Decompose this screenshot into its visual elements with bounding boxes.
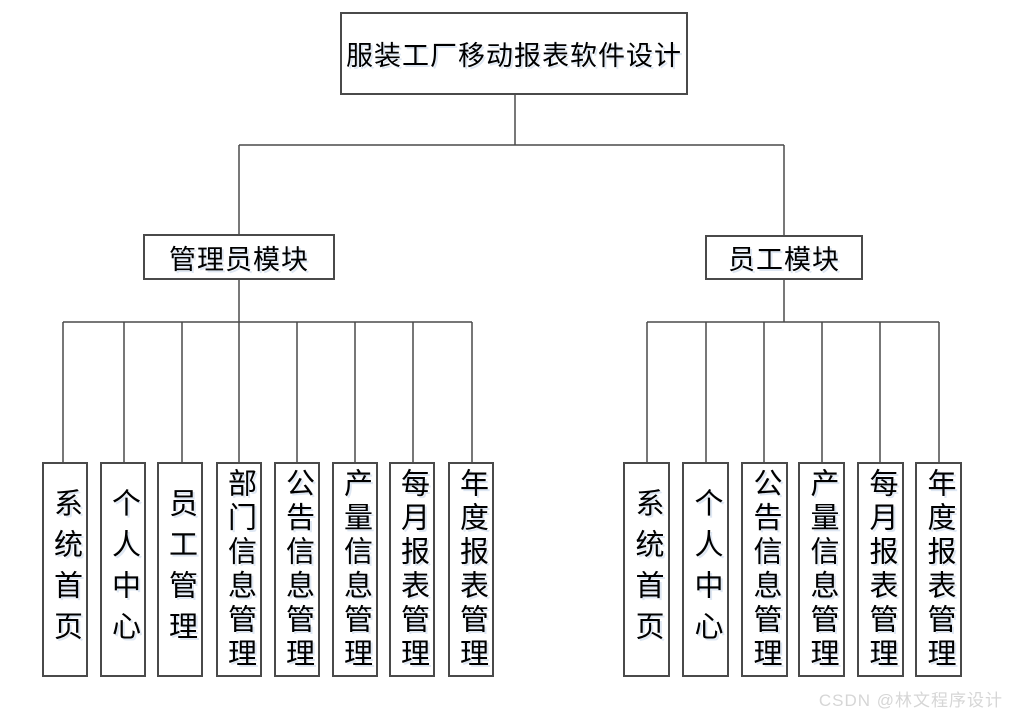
root-title-box: 服装工厂移动报表软件设计 — [340, 12, 688, 95]
root-title-label: 服装工厂移动报表软件设计 — [346, 41, 682, 71]
leaf-label: 产量信息管理 — [806, 467, 838, 672]
leaf-label: 年度报表管理 — [923, 467, 955, 672]
csdn-watermark: CSDN @林文程序设计 — [818, 691, 1003, 710]
admin-leaf-monthly-report-mgmt: 每月报表管理 — [389, 462, 435, 677]
admin-leaf-output-info-mgmt: 产量信息管理 — [332, 462, 378, 677]
employee-leaf-announcement-info-mgmt: 公告信息管理 — [741, 462, 788, 677]
leaf-label: 个人中心 — [690, 487, 722, 652]
leaf-label: 系统首页 — [49, 487, 82, 652]
leaf-label: 部门信息管理 — [223, 467, 256, 672]
employee-leaf-monthly-report-mgmt: 每月报表管理 — [857, 462, 904, 677]
leaf-label: 每月报表管理 — [865, 467, 897, 672]
leaf-label: 公告信息管理 — [281, 467, 314, 672]
employee-leaf-personal-center: 个人中心 — [682, 462, 729, 677]
leaf-label: 系统首页 — [631, 487, 663, 652]
leaf-label: 产量信息管理 — [339, 467, 372, 672]
leaf-label: 员工管理 — [164, 487, 197, 652]
employee-leaf-system-home: 系统首页 — [623, 462, 670, 677]
employee-leaf-output-info-mgmt: 产量信息管理 — [798, 462, 845, 677]
admin-leaf-department-info-mgmt: 部门信息管理 — [216, 462, 262, 677]
admin-leaf-announcement-info-mgmt: 公告信息管理 — [274, 462, 320, 677]
leaf-label: 公告信息管理 — [749, 467, 781, 672]
leaf-label: 每月报表管理 — [396, 467, 429, 672]
module-box-employee: 员工模块 — [705, 235, 863, 280]
module-admin-label: 管理员模块 — [169, 244, 309, 275]
admin-leaf-employee-mgmt: 员工管理 — [157, 462, 203, 677]
admin-leaf-personal-center: 个人中心 — [100, 462, 146, 677]
admin-leaf-system-home: 系统首页 — [42, 462, 88, 677]
admin-leaf-annual-report-mgmt: 年度报表管理 — [448, 462, 494, 677]
module-employee-label: 员工模块 — [728, 245, 840, 275]
employee-leaf-annual-report-mgmt: 年度报表管理 — [915, 462, 962, 677]
leaf-label: 年度报表管理 — [455, 467, 488, 672]
module-box-admin: 管理员模块 — [143, 234, 335, 280]
leaf-label: 个人中心 — [107, 487, 140, 652]
